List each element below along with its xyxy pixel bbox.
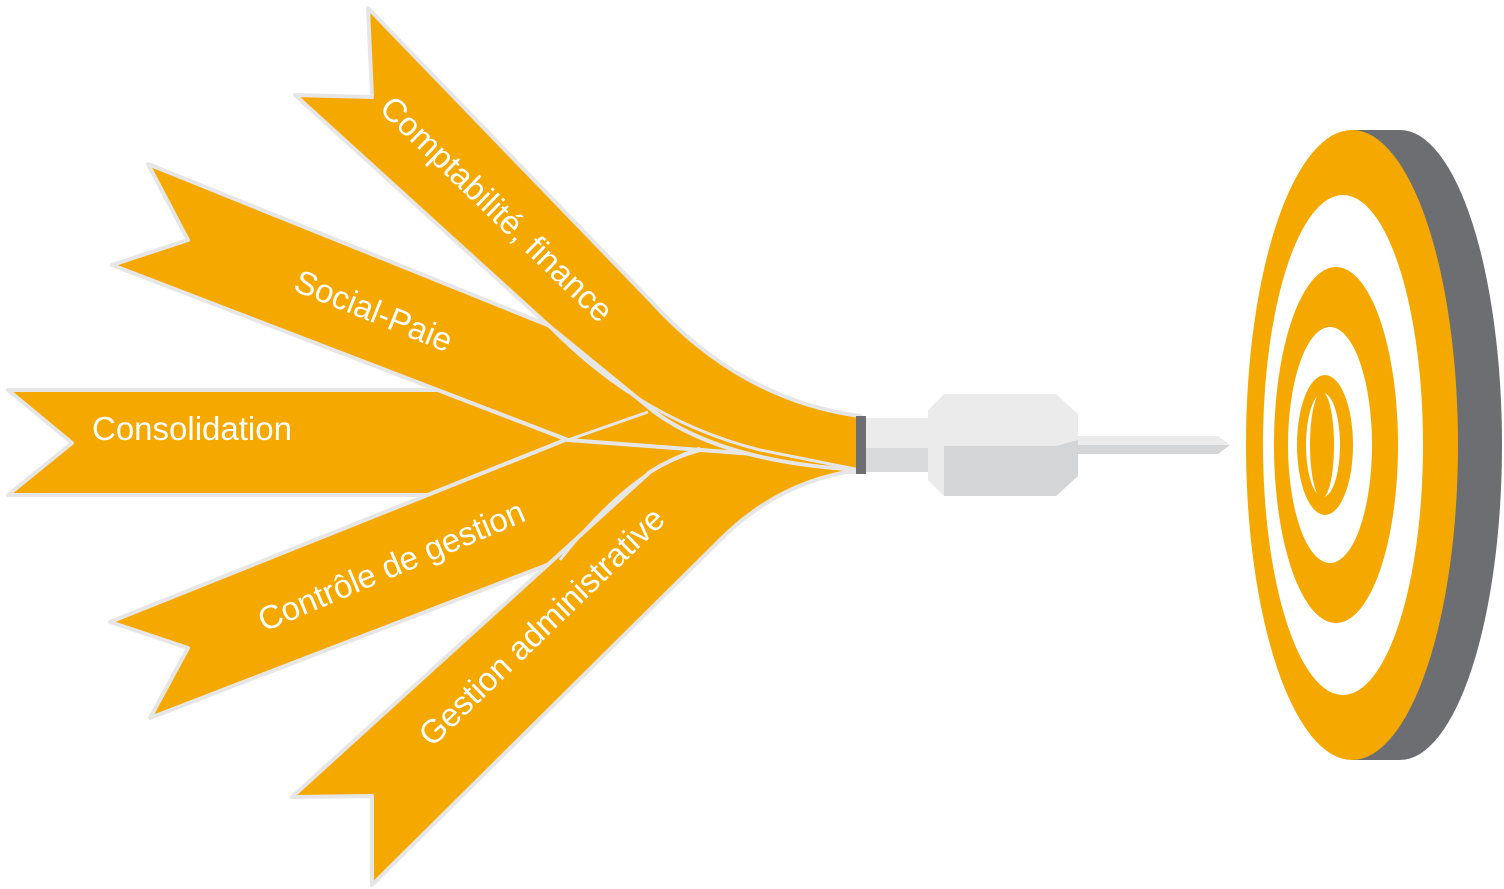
dart-point-shade [1078, 445, 1230, 454]
dart-barrel-shade [944, 440, 1078, 496]
dart-collar [856, 416, 866, 474]
target-icon [1246, 130, 1502, 760]
target-bullseye [1310, 392, 1334, 498]
dart-shaft-shade [866, 448, 928, 472]
label-consolidation: Consolidation [92, 410, 292, 447]
dart-icon [856, 394, 1230, 496]
